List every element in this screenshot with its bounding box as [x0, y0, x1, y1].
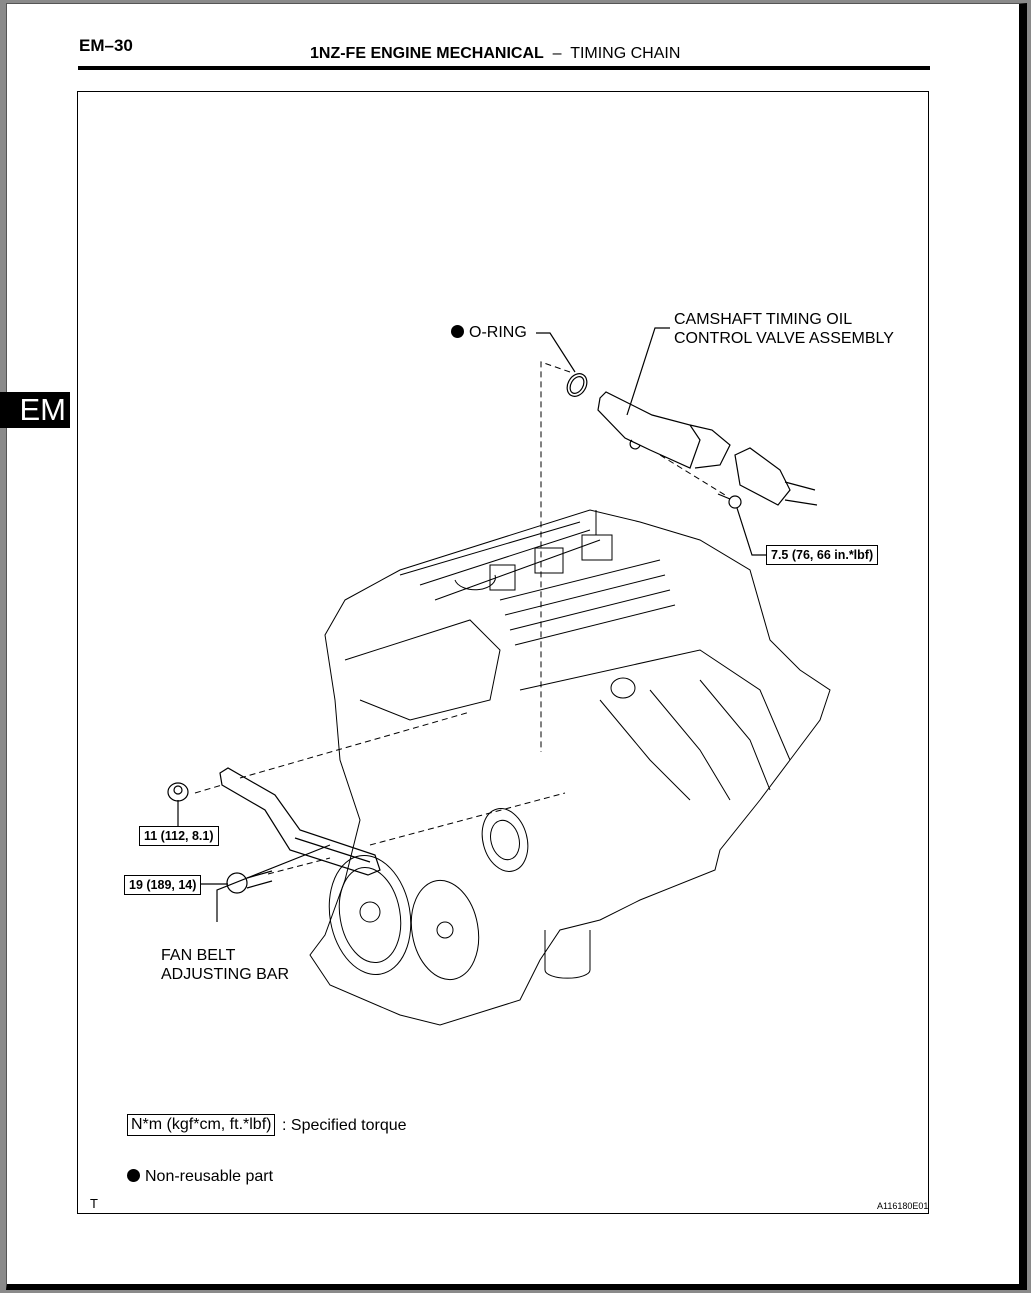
header-rule [78, 66, 930, 70]
bolt-part [226, 870, 273, 894]
manual-page [6, 3, 1027, 1290]
fan-belt-label-line1: FAN BELT [161, 947, 236, 964]
bolt-alignment-line [267, 792, 566, 875]
valve-bolt-alignment [659, 454, 726, 496]
valve-bolt-leader [736, 507, 767, 556]
fan-belt-leader [216, 844, 331, 922]
torque-bolt: 19 (189, 14) [124, 875, 202, 895]
o-ring-leader [536, 332, 576, 373]
valve-alignment-line [540, 361, 571, 752]
section-tab[interactable]: EM [0, 392, 70, 428]
torque-nut: 11 (112, 8.1) [139, 826, 219, 846]
camshaft-label-line2: CONTROL VALVE ASSEMBLY [674, 330, 894, 347]
camshaft-valve-part [597, 391, 818, 506]
camshaft-leader [626, 327, 670, 416]
title-separator: – [552, 45, 562, 62]
legend-torque-desc: : Specified torque [282, 1117, 407, 1134]
legend-torque-box: N*m (kgf*cm, ft.*lbf) [127, 1114, 276, 1136]
fan-belt-adjusting-bar [219, 767, 381, 876]
non-reusable-dot-icon [127, 1169, 140, 1182]
torque-valve-bolt: 7.5 (76, 66 in.*lbf) [766, 545, 879, 565]
legend-non-reusable-text: Non-reusable part [145, 1168, 274, 1185]
camshaft-label-line1: CAMSHAFT TIMING OIL [674, 311, 853, 328]
o-ring-text: O-RING [469, 324, 527, 341]
fan-belt-label-line2: ADJUSTING BAR [161, 966, 290, 983]
o-ring-part [566, 373, 588, 397]
o-ring-label: O-RING [451, 323, 527, 342]
nut-part [167, 782, 189, 802]
title-section: TIMING CHAIN [570, 45, 681, 62]
footer-marker: T [90, 1196, 98, 1211]
non-reusable-dot-icon [451, 325, 464, 338]
figure-id: A116180E01 [877, 1201, 929, 1211]
page-number: EM–30 [79, 36, 133, 55]
valve-bolt-part [717, 493, 742, 509]
page-title: 1NZ-FE ENGINE MECHANICAL – TIMING CHAIN [310, 45, 680, 63]
nut-alignment-line [194, 711, 471, 794]
title-engine: 1NZ-FE ENGINE MECHANICAL [310, 45, 544, 62]
figure-frame [77, 91, 929, 1214]
engine-block [309, 509, 831, 1026]
legend-non-reusable: Non-reusable part [127, 1167, 273, 1186]
